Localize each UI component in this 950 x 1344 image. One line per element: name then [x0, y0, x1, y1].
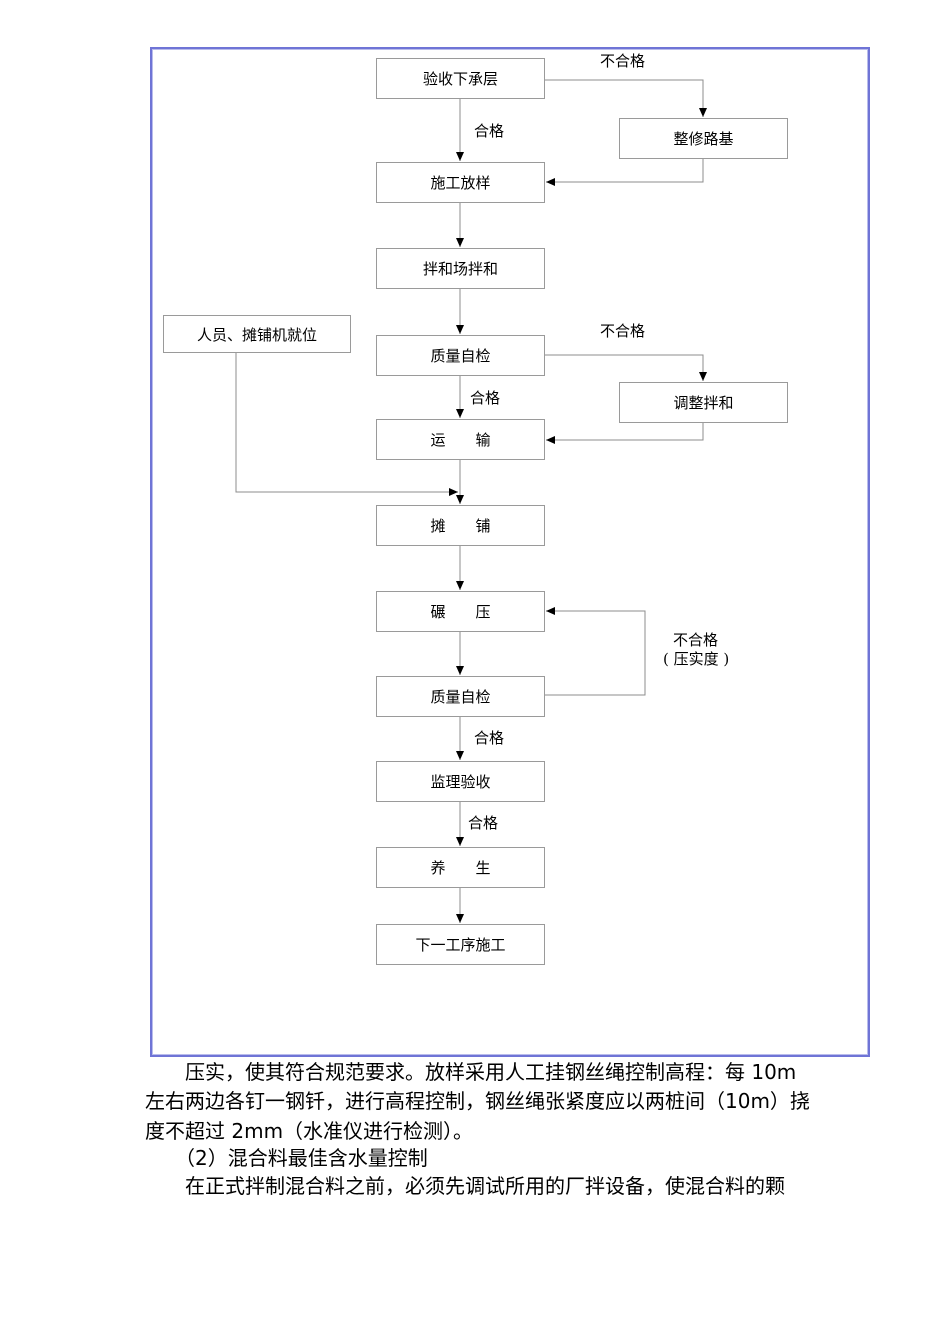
node-curing: 养 生: [376, 847, 545, 888]
node-staff-paver: 人员、摊铺机就位: [163, 315, 351, 353]
arrow-staff-to-spreading: [235, 353, 458, 496]
body-text-line-2: 左右两边各钉一钢钎，进行高程控制，钢丝绳张紧度应以两桩间（10m）挠: [145, 1089, 810, 1113]
label-pass-1: 合格: [474, 122, 505, 140]
arrow-adjust-to-transport: [546, 423, 704, 444]
label-pass-2: 合格: [470, 389, 501, 407]
arrow-fail-to-adjust: [544, 354, 707, 381]
node-accept-subgrade: 验收下承层: [376, 58, 545, 99]
label-fail-2: 不合格: [600, 322, 646, 340]
node-transport: 运 输: [376, 419, 545, 460]
flowchart-frame: [150, 47, 870, 1057]
label-fail-3-reason: ( 压实度 ): [663, 650, 730, 668]
arrow-check2-to-rolling: [544, 607, 646, 696]
node-adjust-mixing: 调整拌和: [619, 382, 788, 423]
node-rolling: 碾 压: [376, 591, 545, 632]
label-pass-3: 合格: [474, 729, 505, 747]
node-supervisor-accept: 监理验收: [376, 761, 545, 802]
label-pass-4: 合格: [468, 814, 499, 832]
body-text-line-5: 在正式拌制混合料之前，必须先调试所用的厂拌设备，使混合料的颗: [145, 1174, 785, 1198]
body-text-line-1: 压实，使其符合规范要求。放样采用人工挂钢丝绳控制高程：每 10m: [145, 1060, 797, 1084]
node-quality-check-1: 质量自检: [376, 335, 545, 376]
arrow-repair-to-layout: [546, 159, 704, 186]
label-fail-3: 不合格: [673, 631, 719, 649]
node-spreading: 摊 铺: [376, 505, 545, 546]
node-quality-check-2: 质量自检: [376, 676, 545, 717]
node-plant-mixing: 拌和场拌和: [376, 248, 545, 289]
section-heading: （2）混合料最佳含水量控制: [145, 1146, 428, 1170]
node-repair-subgrade: 整修路基: [619, 118, 788, 159]
label-fail-1: 不合格: [600, 52, 646, 70]
body-text-line-3: 度不超过 2mm（水准仪进行检测）。: [145, 1119, 474, 1143]
node-layout: 施工放样: [376, 162, 545, 203]
node-next-process: 下一工序施工: [376, 924, 545, 965]
arrow-fail-to-repair: [544, 79, 707, 117]
